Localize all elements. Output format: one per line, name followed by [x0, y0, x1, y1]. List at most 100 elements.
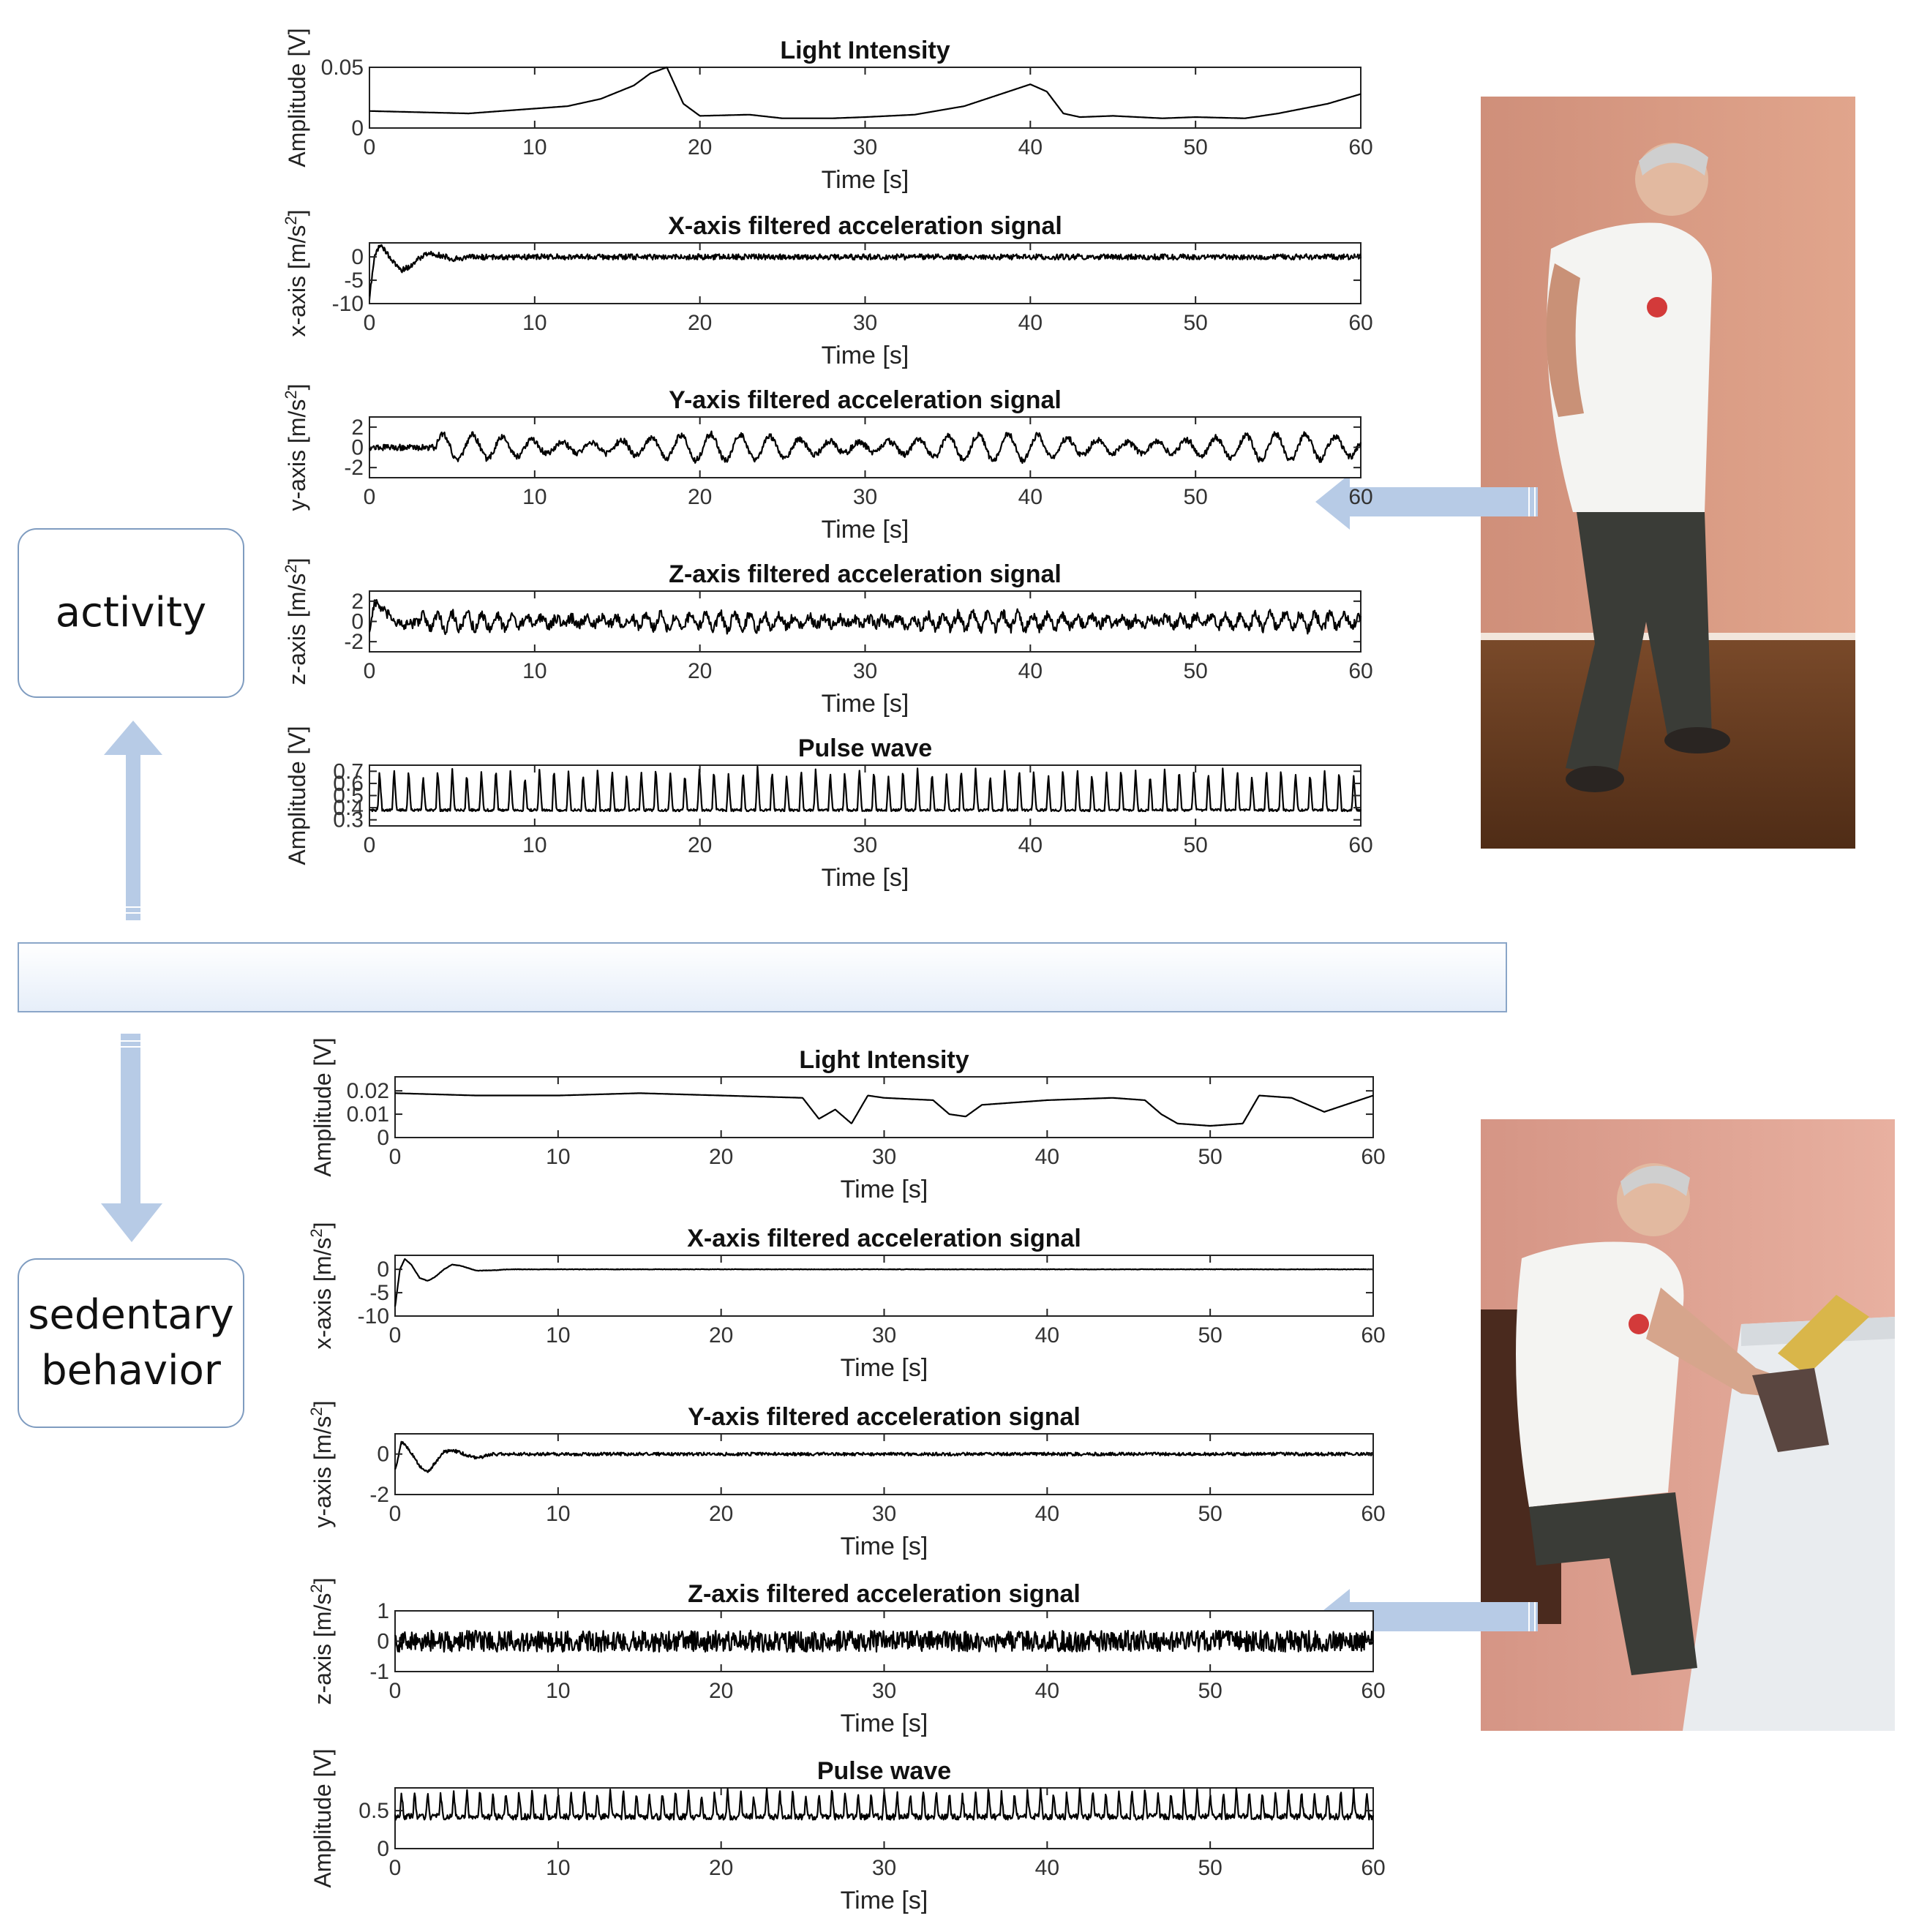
y-axis-label: Amplitude [V]: [284, 28, 310, 167]
x-tick-label: 40: [1018, 135, 1043, 159]
chart-title: Pulse wave: [798, 734, 932, 762]
arrow-down-icon: [101, 1034, 162, 1242]
y-axis-label: Amplitude [V]: [309, 1037, 336, 1176]
x-tick-label: 0: [364, 833, 376, 857]
x-tick-label: 20: [688, 311, 712, 335]
y-axis-label: y-axis [m/s2]: [307, 1400, 336, 1527]
x-tick-label: 10: [546, 1679, 570, 1703]
x-tick-label: 60: [1361, 1679, 1385, 1703]
x-tick-label: 20: [688, 135, 712, 159]
photo-walking: [1481, 97, 1855, 849]
series-line: [369, 66, 1361, 119]
plot-frame: [394, 1076, 1374, 1138]
y-tick-label: 0: [377, 1126, 389, 1150]
plot-frame: [394, 1433, 1374, 1495]
activity-box: activity: [18, 528, 244, 698]
photo-sitting: [1481, 1119, 1895, 1731]
y-tick-label: 2: [351, 416, 364, 440]
activity-label: activity: [55, 589, 207, 637]
x-tick-label: 40: [1018, 485, 1043, 509]
y-tick-label: -10: [358, 1304, 389, 1328]
x-tick-label: 0: [364, 135, 376, 159]
y-axis-label: Amplitude [V]: [284, 726, 310, 865]
series-line: [368, 430, 1362, 465]
y-tick-label: 0.3: [333, 808, 364, 832]
x-tick-label: 60: [1348, 659, 1372, 683]
y-tick-label: 0.01: [347, 1102, 389, 1127]
x-tick-label: 10: [522, 485, 547, 509]
x-tick-label: 20: [709, 1856, 733, 1880]
x-tick-label: 0: [364, 659, 376, 683]
x-axis-label: Time [s]: [841, 1354, 928, 1382]
x-tick-label: 0: [364, 311, 376, 335]
y-tick-label: -2: [344, 456, 364, 480]
x-axis-label: Time [s]: [822, 342, 909, 369]
y-tick-label: -10: [332, 292, 364, 316]
x-tick-label: 40: [1035, 1679, 1059, 1703]
separator-band: [18, 942, 1507, 1012]
y-axis-label: x-axis [m/s2]: [307, 1222, 336, 1349]
y-tick-label: 0: [377, 1258, 389, 1282]
x-tick-label: 20: [688, 833, 712, 857]
y-tick-label: 0.5: [333, 784, 364, 808]
series-line: [368, 244, 1362, 301]
y-tick-label: 0: [377, 1630, 389, 1654]
x-tick-label: 0: [364, 485, 376, 509]
x-tick-label: 10: [522, 135, 547, 159]
chart-title: X-axis filtered acceleration signal: [668, 212, 1062, 240]
x-tick-label: 60: [1348, 135, 1372, 159]
x-tick-label: 50: [1183, 485, 1207, 509]
x-tick-label: 30: [872, 1502, 896, 1526]
y-tick-label: 0: [351, 610, 364, 634]
y-tick-label: 0: [351, 245, 364, 269]
x-tick-label: 20: [709, 1323, 733, 1347]
x-tick-label: 60: [1361, 1856, 1385, 1880]
x-axis-label: Time [s]: [822, 864, 909, 892]
y-axis-label: Amplitude [V]: [309, 1748, 336, 1887]
series-line: [368, 598, 1362, 636]
x-tick-label: 20: [709, 1679, 733, 1703]
arrow-up-icon: [104, 721, 162, 920]
x-tick-label: 20: [688, 659, 712, 683]
arrow-left-icon: [1315, 474, 1538, 530]
chart-title: Light Intensity: [780, 37, 950, 64]
x-tick-label: 50: [1198, 1323, 1222, 1347]
x-tick-label: 60: [1348, 311, 1372, 335]
x-tick-label: 20: [709, 1502, 733, 1526]
y-tick-label: -2: [369, 1483, 389, 1507]
y-tick-label: 1: [377, 1599, 389, 1623]
x-tick-label: 60: [1361, 1323, 1385, 1347]
y-axis-label: x-axis [m/s2]: [282, 209, 310, 337]
x-tick-label: 60: [1348, 833, 1372, 857]
y-tick-label: 0: [351, 436, 364, 460]
y-tick-label: 0.05: [321, 56, 364, 80]
x-tick-label: 0: [389, 1145, 402, 1169]
sedentary-label-line1: sedentary: [28, 1291, 234, 1339]
x-tick-label: 50: [1183, 135, 1207, 159]
y-tick-label: 0.4: [333, 796, 364, 820]
x-axis-label: Time [s]: [841, 1887, 928, 1914]
x-tick-label: 30: [872, 1856, 896, 1880]
x-tick-label: 50: [1198, 1856, 1222, 1880]
chart-title: X-axis filtered acceleration signal: [687, 1225, 1081, 1252]
x-axis-label: Time [s]: [822, 690, 909, 718]
series-line: [394, 1440, 1374, 1473]
y-tick-label: 0.6: [333, 772, 364, 796]
x-tick-label: 50: [1183, 659, 1207, 683]
y-tick-label: 0.02: [347, 1079, 389, 1103]
x-tick-label: 20: [709, 1145, 733, 1169]
y-tick-label: 2: [351, 590, 364, 614]
series-line: [394, 1092, 1374, 1127]
x-tick-label: 10: [522, 833, 547, 857]
y-tick-label: 0: [377, 1443, 389, 1467]
x-tick-label: 10: [546, 1856, 570, 1880]
x-axis-label: Time [s]: [841, 1176, 928, 1203]
chart-title: Y-axis filtered acceleration signal: [669, 386, 1062, 414]
